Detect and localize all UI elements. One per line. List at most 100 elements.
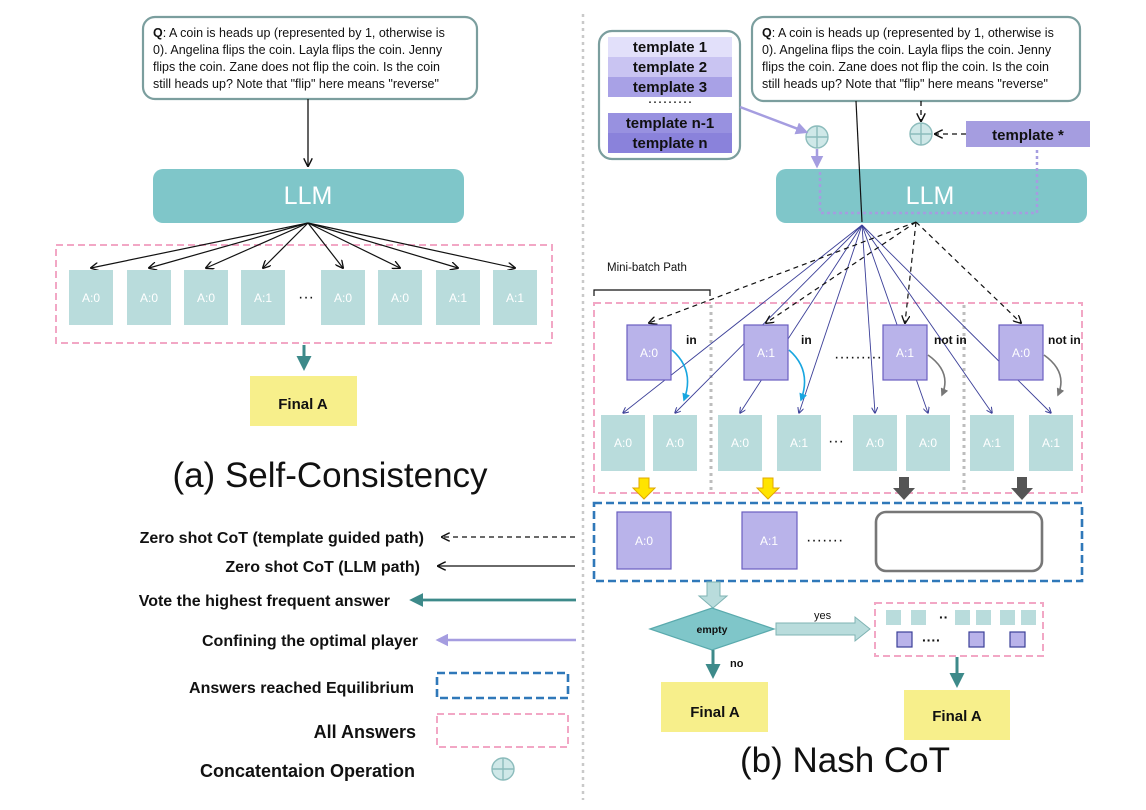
samples-ellipsis: ··· — [828, 433, 844, 450]
answer-label-a: A:1 — [254, 291, 272, 305]
template-star-label: template * — [992, 127, 1064, 144]
fallback-dots-top: ·· — [939, 609, 948, 625]
equilibrium-answer-2 — [741, 511, 798, 570]
sample-answer-label: A:0 — [614, 436, 632, 450]
gray-arrow-1 — [893, 477, 915, 500]
llm-to-answer-arrow-a — [149, 222, 309, 268]
players-ellipsis: ········· — [834, 349, 882, 366]
question-box-b — [750, 15, 1082, 103]
answer-box-a — [184, 270, 228, 325]
template-ellipsis: ········· — [648, 93, 693, 110]
answer-box-a — [69, 270, 113, 325]
player-membership-label: not in — [934, 333, 967, 347]
question-to-llm-arrow-b — [855, 100, 863, 223]
llm-to-answer-arrow-a — [307, 222, 515, 268]
answer-box-a — [241, 270, 285, 325]
llm-to-sample-arrow — [675, 224, 863, 413]
legend-label-vote: Vote the highest frequent answer — [139, 593, 390, 610]
answers-ellipsis-a: ··· — [298, 289, 314, 306]
player-label: A:0 — [1012, 346, 1030, 360]
llm-to-sample-arrow — [799, 224, 863, 413]
final-label-b-left: Final A — [690, 704, 740, 721]
llm-to-answers-arrows-b — [623, 221, 1051, 413]
llm-to-answer-arrow-a — [263, 222, 309, 268]
yes-label: yes — [814, 610, 832, 622]
equilibrium-answer-1-label: A:0 — [635, 534, 653, 548]
caption-b: (b) Nash CoT — [740, 741, 950, 780]
player-label: A:1 — [896, 346, 914, 360]
legend-equilibrium-swatch — [435, 671, 570, 700]
fallback-player-box — [968, 631, 985, 648]
template-star-box — [966, 121, 1090, 147]
sample-answer-box — [601, 415, 645, 471]
final-box-b-left — [661, 682, 768, 732]
template-label: template n — [632, 135, 707, 152]
sample-answer-box — [906, 415, 950, 471]
yellow-arrow-2 — [755, 477, 781, 500]
answer-label-a: A:0 — [82, 291, 100, 305]
player-notin-arrow-2 — [1043, 354, 1065, 397]
template-label: template 2 — [633, 59, 707, 76]
llm-to-sample-arrow — [740, 224, 863, 413]
question-text-a: Q: A coin is heads up (represented by 1,… — [153, 26, 448, 91]
caption-a: (a) Self-Consistency — [172, 456, 488, 495]
player-box — [626, 324, 672, 381]
player-membership-label: in — [686, 333, 697, 347]
llm-to-answer-arrow-a — [91, 222, 309, 268]
llm-to-sample-arrow — [623, 224, 863, 413]
fallback-sample-box — [1021, 610, 1036, 625]
sample-answer-label: A:0 — [731, 436, 749, 450]
equilibrium-ellipsis: ······· — [806, 532, 843, 549]
template-item — [608, 37, 732, 57]
gray-arrow-2 — [1011, 477, 1033, 500]
sample-answer-label: A:0 — [919, 436, 937, 450]
llm-to-answer-arrow-a — [307, 222, 343, 268]
answer-box-a — [436, 270, 480, 325]
sample-answer-box — [970, 415, 1014, 471]
no-label: no — [730, 658, 744, 670]
player-label: A:1 — [757, 346, 775, 360]
template-item — [608, 77, 732, 97]
question-text-b: Q: A coin is heads up (represented by 1,… — [762, 26, 1057, 91]
player-membership-label: in — [801, 333, 812, 347]
llm-label-b: LLM — [906, 182, 955, 210]
template-label: template n-1 — [626, 115, 714, 132]
yellow-arrow-1 — [631, 477, 657, 500]
self-consistency-panel: Q: A coin is heads up (represented by 1,… — [55, 15, 553, 495]
optimal-player-loop — [818, 150, 1039, 215]
sample-answer-box — [853, 415, 897, 471]
fallback-sample-box — [911, 610, 926, 625]
equilibrium-box-b — [592, 501, 1084, 583]
fallback-sample-box — [886, 610, 901, 625]
decision-label: empty — [697, 624, 728, 636]
fallback-answers-box — [874, 602, 1044, 657]
answer-box-a — [493, 270, 537, 325]
llm-to-answer-arrow-a — [307, 222, 458, 268]
minibatch-label: Mini-batch Path — [607, 262, 687, 274]
fallback-sample-box — [976, 610, 991, 625]
sample-answer-label: A:1 — [1042, 436, 1060, 450]
player-in-arrow-2 — [788, 349, 807, 402]
sample-answer-label: A:0 — [866, 436, 884, 450]
llm-to-answer-arrow-a — [206, 222, 309, 268]
llm-box-b — [776, 169, 1087, 223]
llm-label-a: LLM — [284, 182, 333, 210]
template-path-to-player-arrow — [649, 221, 917, 323]
legend-all-answers-swatch — [436, 713, 569, 748]
concat-operation-right — [909, 122, 933, 146]
answer-label-a: A:0 — [391, 291, 409, 305]
fallback-answers — [886, 610, 1036, 648]
yes-arrow — [775, 615, 871, 643]
all-answers-box-a — [55, 244, 553, 344]
template-label: template 3 — [633, 79, 707, 96]
sample-answer-label: A:1 — [790, 436, 808, 450]
template-item — [608, 57, 732, 77]
player-box — [882, 324, 928, 381]
llm-to-sample-arrow — [861, 224, 928, 413]
concat-operation-left — [805, 125, 829, 149]
